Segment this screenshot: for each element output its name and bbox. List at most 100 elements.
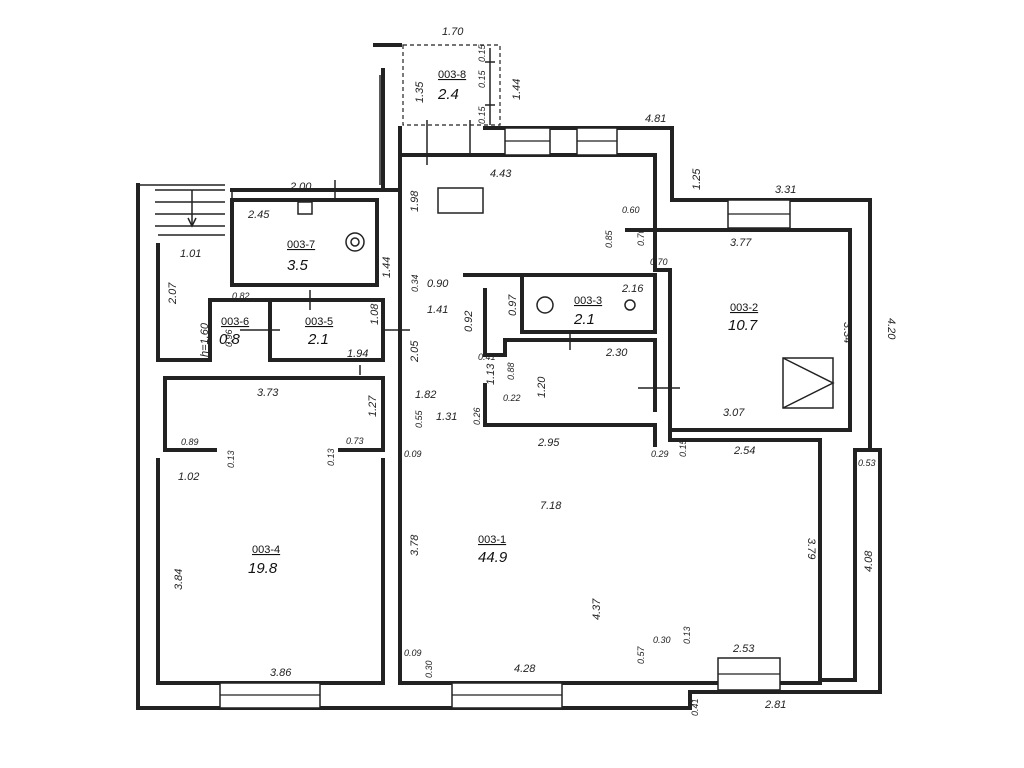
dimension-label: 0.55 [414, 409, 424, 428]
dimension-label: 2.45 [247, 209, 270, 221]
dimension-label: 2.54 [733, 445, 755, 457]
room-id: 003-8 [438, 69, 466, 81]
dimension-label: 1.98 [409, 190, 421, 212]
dimension-label: 0.89 [181, 437, 199, 447]
dimension-label: 0.34 [410, 274, 420, 292]
dimension-label: 0.30 [424, 660, 434, 678]
dimension-label: 1.13 [485, 363, 497, 385]
dimension-label: 0.09 [404, 648, 422, 658]
window [717, 657, 781, 691]
dimension-label: 2.00 [289, 181, 312, 193]
dimension-label: 0.41 [478, 352, 496, 362]
dimension-label: 2.30 [605, 347, 628, 359]
dimension-label: 0.60 [622, 205, 640, 215]
room-id: 003-3 [574, 295, 602, 307]
dimension-label: 4.81 [645, 113, 666, 125]
stove [782, 357, 834, 409]
dimension-label: 0.73 [346, 436, 364, 446]
dimension-label: 1.35 [414, 81, 426, 103]
dimension-label: 2.81 [764, 699, 786, 711]
window [504, 127, 551, 156]
dimension-label: 3.79 [805, 538, 817, 559]
dimension-labels: 1.70 1.35 0.15 1.44 0.15 0.15 4.81 4.43 … [167, 26, 897, 716]
dimension-label: 4.20 [885, 318, 897, 340]
dimension-label: 1.44 [381, 257, 393, 278]
sink [624, 299, 636, 311]
dimension-label: 1.44 [511, 79, 523, 100]
room-id: 003-2 [730, 302, 758, 314]
dimension-label: 3.31 [775, 184, 796, 196]
room-area: 0.8 [219, 331, 241, 348]
window [727, 199, 791, 229]
fixtures [240, 61, 835, 409]
dimension-label: 1.41 [427, 304, 448, 316]
dimension-label: 0.90 [427, 278, 449, 290]
room-area: 19.8 [248, 560, 278, 577]
dimension-label: 0.85 [604, 229, 614, 248]
dimension-label: 1.01 [180, 248, 201, 260]
dimension-label: 3.34 [841, 322, 853, 343]
dimension-label: 1.27 [367, 395, 379, 417]
dimension-label: 3.86 [270, 667, 292, 679]
dimension-label: 1.82 [415, 389, 436, 401]
room-area: 2.4 [437, 86, 459, 103]
dimension-label: 4.28 [514, 663, 536, 675]
dimension-label: 3.84 [173, 569, 185, 590]
dimension-label: 0.88 [506, 362, 516, 380]
dimension-label: 2.53 [732, 643, 755, 655]
room-area: 2.1 [573, 311, 595, 328]
dimension-label: 3.73 [257, 387, 279, 399]
room-area: 2.1 [307, 331, 329, 348]
dimension-label: 2.07 [167, 282, 179, 305]
dimension-label: 4.08 [863, 550, 875, 572]
dimension-label: 3.07 [723, 407, 745, 419]
window [451, 682, 563, 709]
dimension-label: 7.18 [540, 500, 562, 512]
dimension-label: 2.16 [621, 283, 644, 295]
toilet [536, 296, 554, 314]
dimension-label: 0.41 [690, 698, 700, 716]
dimension-label: 0.13 [326, 448, 336, 466]
dimension-label: 1.20 [536, 376, 548, 398]
room-id: 003-4 [252, 544, 280, 556]
dimension-label: 1.70 [442, 26, 464, 38]
toilet [345, 232, 365, 252]
dimension-label: 0.15 [678, 438, 688, 457]
window [219, 682, 321, 709]
dimension-label: 1.94 [347, 348, 368, 360]
dimension-label: 0.15 [477, 43, 487, 62]
dimension-label: 0.82 [232, 291, 250, 301]
room-id: 003-6 [221, 316, 249, 328]
dimension-label: 0.97 [507, 294, 519, 316]
sink [437, 187, 484, 214]
dimension-label: 4.37 [591, 598, 603, 620]
dimension-label: 0.26 [472, 407, 482, 425]
toilet [350, 237, 360, 247]
windows [219, 127, 791, 709]
dimension-label: 0.57 [636, 645, 646, 664]
walls [136, 43, 882, 710]
dimension-label: 0.92 [463, 311, 475, 332]
dimension-label: 3.78 [409, 534, 421, 556]
window [576, 127, 618, 156]
dimension-label: 0.96 [224, 329, 234, 347]
dimension-label: 0.53 [858, 458, 876, 468]
room-area: 3.5 [287, 257, 309, 274]
dimension-label: 4.43 [490, 168, 512, 180]
dimension-label: 0.30 [653, 635, 671, 645]
dimension-label: 0.15 [477, 69, 487, 88]
dimension-label: 0.70 [636, 228, 646, 246]
dimension-label: 0.13 [226, 450, 236, 468]
dimension-label: 0.09 [404, 449, 422, 459]
room-id: 003-5 [305, 316, 333, 328]
dimension-label: 3.77 [730, 237, 752, 249]
dimension-label: 0.15 [477, 105, 487, 124]
dimension-label: h=1.60 [199, 322, 211, 357]
dimension-label: 0.22 [503, 393, 521, 403]
room-area: 44.9 [478, 549, 508, 566]
stairs [155, 189, 225, 228]
room-id: 003-7 [287, 239, 315, 251]
sink [297, 201, 313, 215]
dimension-label: 0.70 [650, 257, 668, 267]
